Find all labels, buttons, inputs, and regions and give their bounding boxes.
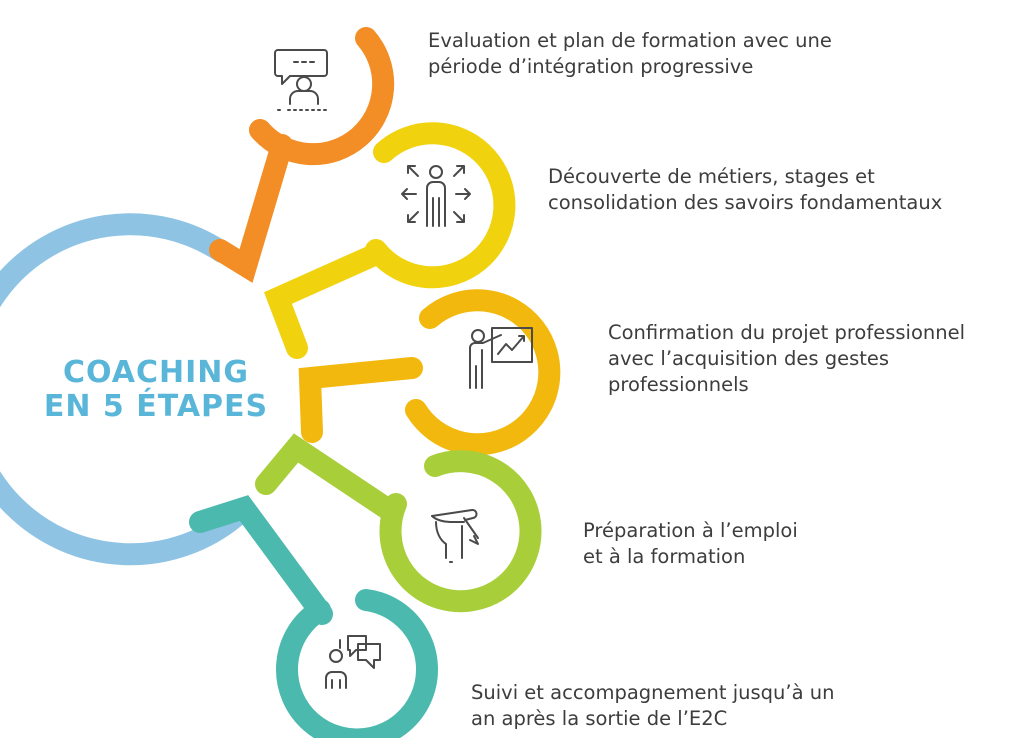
step-ring-2: [365, 122, 516, 289]
step-3-line-1: Confirmation du projet professionnel: [608, 321, 966, 344]
step-1-line-1: Evaluation et plan de formation avec une: [428, 29, 832, 52]
step-2-line-2: consolidation des savoirs fondamentaux: [548, 191, 943, 214]
step-2-line-1: Découverte de métiers, stages et: [548, 165, 875, 188]
connector-3: [298, 357, 423, 443]
step-5-line-2: an après la sortie de l’E2C: [471, 707, 728, 730]
presenter-speech-icon: [274, 49, 331, 111]
center-title-line-1: COACHING: [63, 355, 249, 390]
connector-1: [209, 134, 293, 283]
step-4-line-2: et à la formation: [583, 545, 746, 568]
person-arrows-icon: [401, 165, 471, 227]
presentation-board-icon: [469, 327, 533, 389]
step-1-line-2: période d’intégration progressive: [428, 55, 754, 78]
step-ring-1: [249, 27, 395, 166]
step-4-line-1: Préparation à l’emploi: [583, 519, 798, 542]
step-4-text: Préparation à l’emploi et à la formation: [583, 518, 798, 570]
step-3-text: Confirmation du projet professionnel ave…: [608, 320, 965, 398]
step-ring-3: [405, 289, 561, 456]
step-ring-4: [379, 450, 542, 613]
hand-pen-icon: [431, 509, 479, 563]
step-5-text: Suivi et accompagnement jusqu’à un an ap…: [471, 680, 834, 732]
step-3-line-2: avec l’acquisition des gestes: [608, 347, 890, 370]
center-title-line-2: EN 5 ÉTAPES: [43, 389, 269, 424]
center-title: COACHING EN 5 ÉTAPES: [36, 356, 276, 424]
step-2-text: Découverte de métiers, stages et consoli…: [548, 164, 942, 216]
big-ring: [0, 213, 247, 566]
step-5-line-1: Suivi et accompagnement jusqu’à un: [471, 681, 835, 704]
step-1-text: Evaluation et plan de formation avec une…: [428, 28, 832, 80]
connector-5: [189, 495, 333, 625]
connector-4: [255, 433, 403, 523]
people-chat-icon: [325, 635, 381, 689]
connector-2: [264, 245, 383, 359]
step-ring-5: [276, 589, 438, 738]
step-3-line-3: professionnels: [608, 373, 749, 396]
